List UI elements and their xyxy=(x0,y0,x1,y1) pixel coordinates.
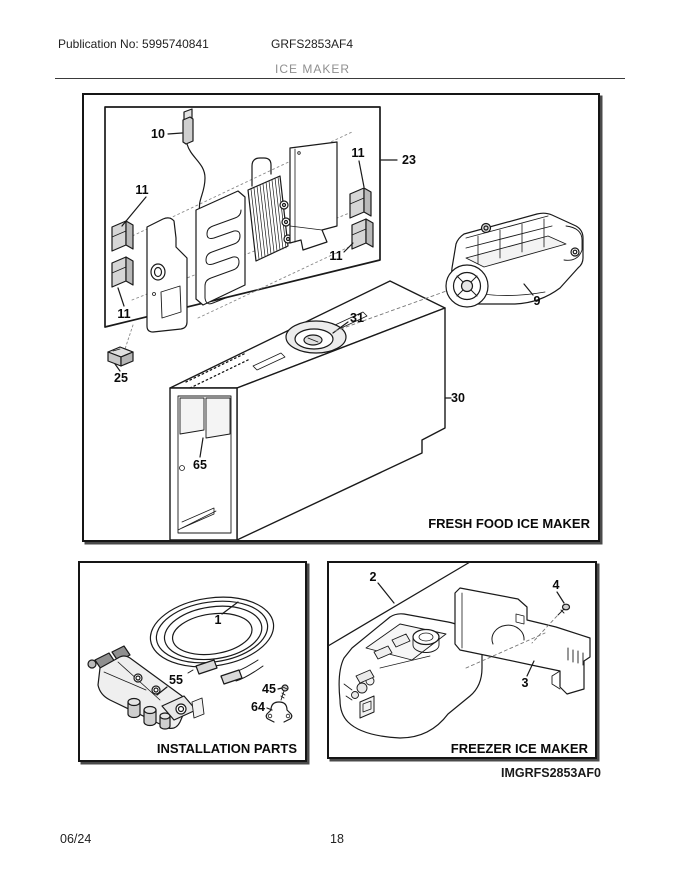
part-callout: 10 xyxy=(151,127,165,141)
ice-maker-9 xyxy=(445,212,584,308)
part-callout: 11 xyxy=(329,249,343,263)
freezer-title: FREEZER ICE MAKER xyxy=(450,741,588,756)
screw-45 xyxy=(277,684,289,701)
clamp-64 xyxy=(265,701,293,723)
image-code: IMGRFS2853AF0 xyxy=(500,766,601,780)
ice-maker-cover-3 xyxy=(454,587,591,695)
fresh-food-title: FRESH FOOD ICE MAKER xyxy=(428,516,590,531)
collar-31 xyxy=(285,320,349,354)
freezer-ice-maker-2 xyxy=(338,613,483,739)
publication-number: Publication No: 5995740841 xyxy=(58,37,209,51)
freezer-panel xyxy=(327,561,597,759)
part-callout: 31 xyxy=(350,311,364,325)
evaporator-back-panel xyxy=(289,141,338,251)
part-callout: 2 xyxy=(369,570,377,584)
part-callout: 4 xyxy=(552,578,560,592)
part-callout: 65 xyxy=(193,458,207,472)
assembly-axis-line xyxy=(334,288,453,332)
part-25-clip xyxy=(107,324,134,372)
part-callout: 23 xyxy=(402,153,416,167)
part-callout: 1 xyxy=(214,613,222,627)
part-callout: 11 xyxy=(117,307,131,321)
tray-65 xyxy=(179,397,231,458)
installation-title: INSTALLATION PARTS xyxy=(156,741,297,756)
part-10-sensor xyxy=(167,108,206,214)
part-11-clip xyxy=(111,256,134,307)
part-callout: 25 xyxy=(114,371,128,385)
screw-4 xyxy=(531,591,571,644)
serpentine-evaporator-plate xyxy=(195,190,246,306)
part-11-clip xyxy=(349,160,372,219)
part-callout: 30 xyxy=(451,391,465,405)
header-divider xyxy=(55,78,625,79)
part-callout: 9 xyxy=(533,294,541,308)
part-callout: 64 xyxy=(251,700,265,714)
page-title: ICE MAKER xyxy=(275,62,351,76)
evaporator-cover-panel xyxy=(146,217,188,333)
part-callout: 45 xyxy=(262,682,276,696)
water-valve-55 xyxy=(87,645,205,730)
evaporator-fins xyxy=(247,157,293,262)
model-number: GRFS2853AF4 xyxy=(271,37,354,51)
part-callout: 11 xyxy=(135,183,149,197)
installation-panel xyxy=(78,561,307,762)
part-callout: 11 xyxy=(351,146,365,160)
part-11-clip xyxy=(343,218,374,253)
water-line-coil-1 xyxy=(149,596,275,685)
fresh-food-panel xyxy=(82,93,600,542)
part-callout: 55 xyxy=(169,673,183,687)
freezer-liner-line xyxy=(327,561,471,647)
part-11-clip xyxy=(111,196,147,252)
footer-date: 06/24 xyxy=(60,832,92,846)
part-callout: 3 xyxy=(521,676,529,690)
footer-page-number: 18 xyxy=(330,832,344,846)
